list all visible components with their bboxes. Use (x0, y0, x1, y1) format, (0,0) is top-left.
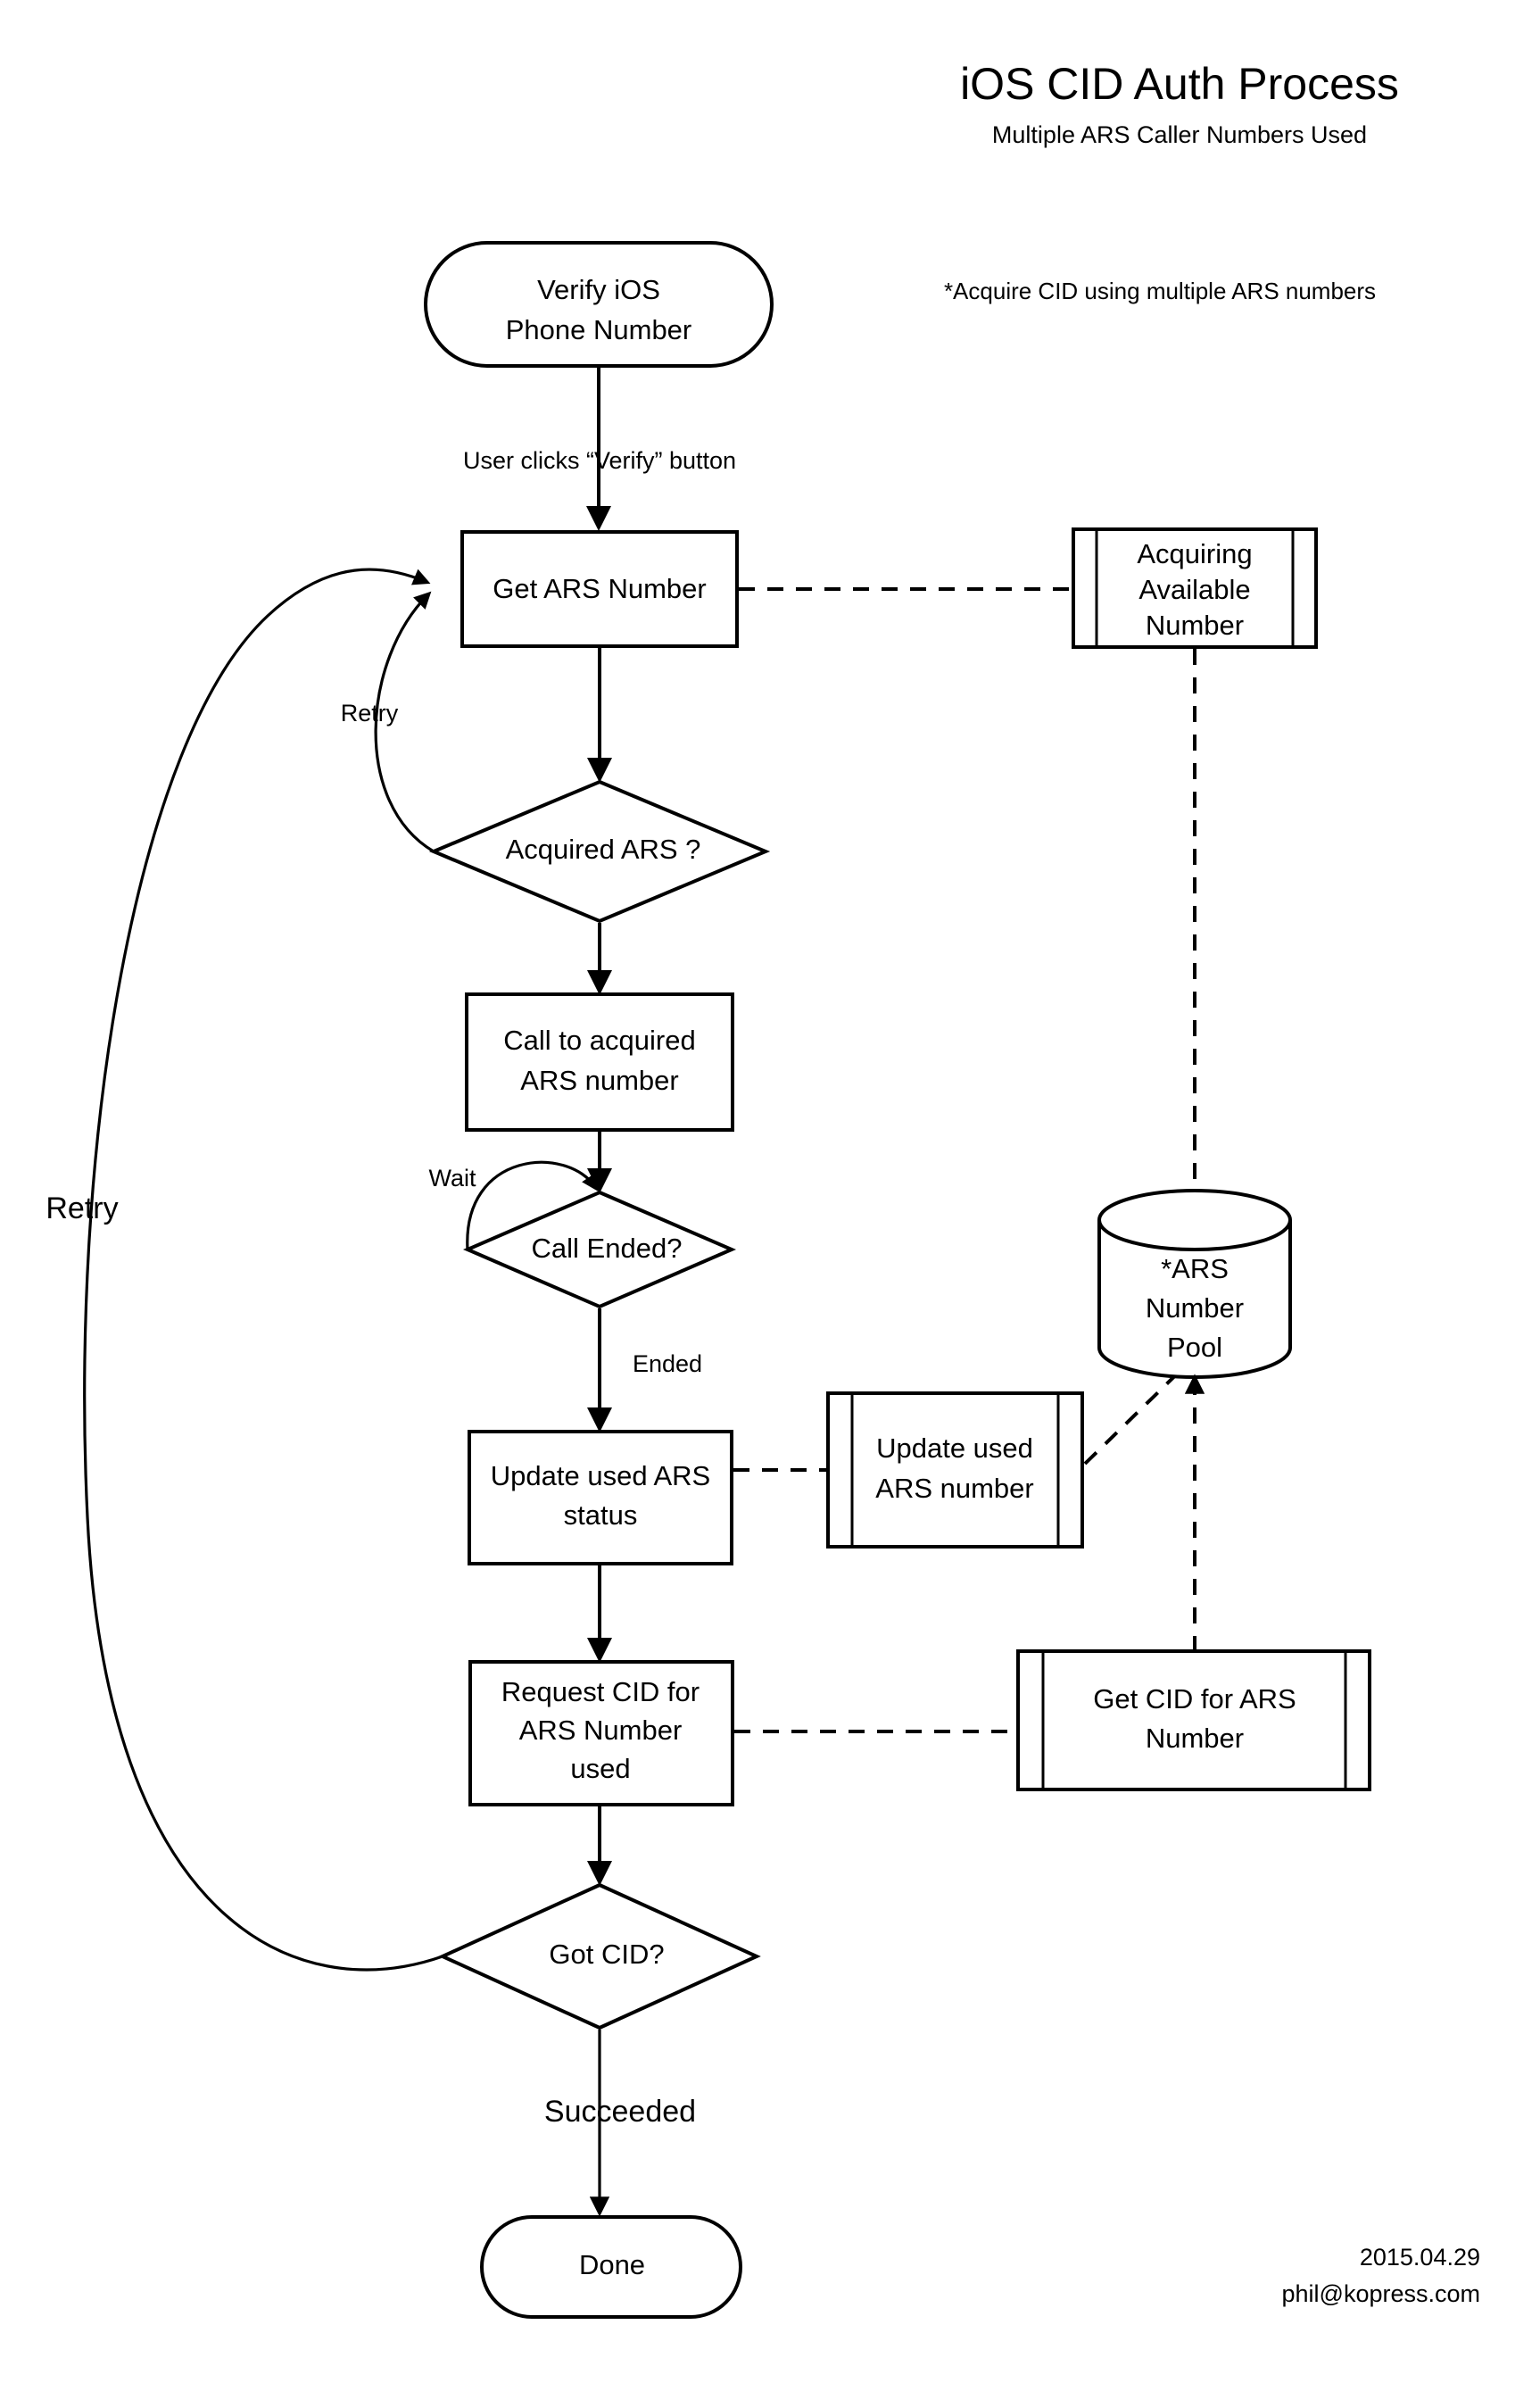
node-update-status-line1: Update used ARS (491, 1460, 710, 1491)
node-get-cid-line2: Number (1146, 1723, 1244, 1754)
node-acquired-ars-label: Acquired ARS ? (506, 834, 701, 865)
header-note: *Acquire CID using multiple ARS numbers (944, 278, 1376, 304)
node-acquiring-label-line2: Available (1138, 574, 1250, 605)
node-request-cid-line1: Request CID for (501, 1676, 700, 1707)
node-got-cid-label: Got CID? (549, 1939, 664, 1970)
node-done[interactable] (480, 2215, 742, 2319)
node-acquired-ars-decision[interactable] (428, 779, 771, 924)
node-update-used-ars-status[interactable] (468, 1430, 733, 1565)
node-done-label: Done (579, 2249, 645, 2280)
node-ars-pool-line1: *ARS (1161, 1253, 1229, 1284)
page-title: iOS CID Auth Process (960, 59, 1399, 109)
node-update-number-line2: ARS number (875, 1473, 1033, 1504)
node-ars-pool-line3: Pool (1167, 1332, 1222, 1363)
edge-label-verify-click: User clicks “Verify” button (463, 447, 736, 474)
edge-retry-short (374, 591, 435, 853)
node-request-cid-line3: used (570, 1753, 630, 1784)
edge-label-retry-short: Retry (341, 700, 399, 727)
node-ars-pool-line2: Number (1146, 1292, 1244, 1324)
node-acquiring-label-line1: Acquiring (1137, 538, 1252, 569)
node-call-ended-decision[interactable] (462, 1190, 737, 1309)
edge-label-succeeded: Succeeded (544, 2095, 696, 2129)
footer-email: phil@kopress.com (1282, 2280, 1481, 2307)
node-update-used-ars-number[interactable] (826, 1391, 1084, 1549)
edge-retry-long (83, 568, 443, 1972)
node-update-status-line2: status (564, 1499, 638, 1531)
node-get-cid-line1: Get CID for ARS (1093, 1683, 1296, 1715)
node-verify-ios-phone-number[interactable] (424, 241, 774, 368)
page-subtitle: Multiple ARS Caller Numbers Used (992, 121, 1367, 148)
node-get-ars-label: Get ARS Number (493, 573, 706, 604)
node-start-label-line1: Verify iOS (537, 274, 660, 305)
node-request-cid-line2: ARS Number (519, 1715, 683, 1746)
node-start-label-line2: Phone Number (506, 314, 692, 345)
node-got-cid-decision[interactable] (438, 1882, 761, 2030)
edge-label-retry-long: Retry (46, 1192, 118, 1225)
node-call-ended-label: Call Ended? (532, 1233, 683, 1264)
node-get-cid-for-ars-number[interactable] (1016, 1649, 1371, 1791)
edge-label-ended: Ended (633, 1350, 702, 1377)
cylinder-top-ellipse (1097, 1219, 1292, 1251)
node-acquiring-label-line3: Number (1146, 610, 1244, 641)
node-update-number-line1: Update used (876, 1432, 1033, 1464)
node-request-cid-for-ars-number-used[interactable] (468, 1660, 734, 1806)
edge-label-wait: Wait (429, 1165, 476, 1192)
node-acquiring-available-number[interactable] (1072, 527, 1318, 649)
node-call-to-acquired-ars-number[interactable] (465, 992, 734, 1132)
edge-wait-loop (466, 1160, 599, 1250)
node-call-ars-label-line2: ARS number (520, 1065, 678, 1096)
node-get-ars-number[interactable] (460, 530, 739, 648)
node-call-ars-label-line1: Call to acquired (503, 1025, 695, 1056)
footer-date: 2015.04.29 (1360, 2244, 1480, 2271)
